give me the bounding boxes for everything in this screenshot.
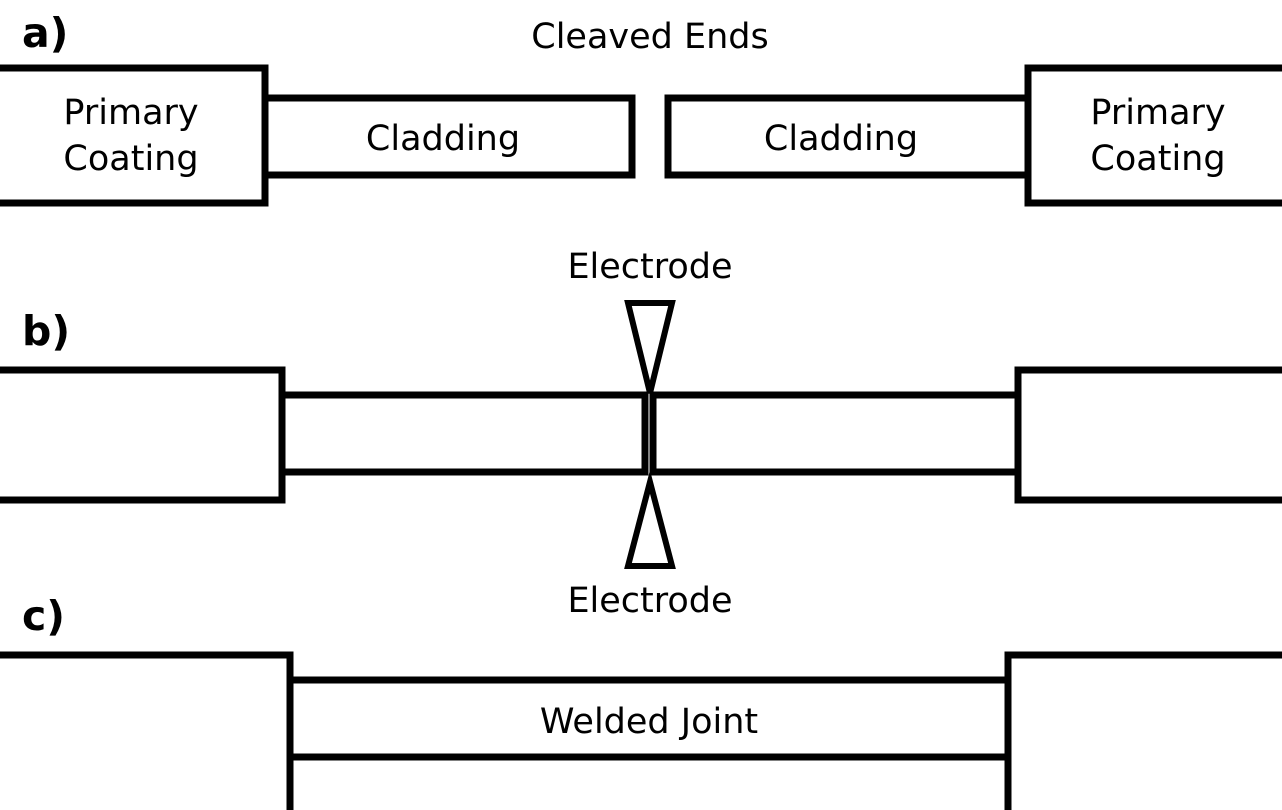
- panel-a-right-coating-label-line2: Coating: [1090, 139, 1225, 179]
- panel-c: c) Welded Joint: [0, 592, 1282, 810]
- panel-c-welded-joint-label: Welded Joint: [540, 702, 758, 742]
- panel-a: a) Cleaved Ends Primary Coating Cladding…: [0, 9, 1282, 207]
- panel-b-top-electrode-label: Electrode: [567, 247, 732, 287]
- panel-a-left-cladding-label: Cladding: [366, 119, 520, 159]
- panel-a-left-cladding-bar: [261, 94, 636, 179]
- panel-b-right-primary-coating-box: [1014, 366, 1282, 504]
- panel-c-right-primary-coating-box: [1004, 651, 1282, 810]
- panel-c-letter: c): [22, 592, 65, 640]
- panel-b-left-cladding-bar: [278, 391, 649, 476]
- panel-a-left-primary-coating-box: [0, 64, 269, 207]
- cleaved-ends-title: Cleaved Ends: [531, 17, 768, 57]
- panel-b: b) Electrode Electrode: [0, 247, 1282, 621]
- panel-a-right-coating-label-line1: Primary: [1090, 93, 1225, 133]
- panel-a-right-primary-coating-box: [1024, 64, 1282, 207]
- panel-b-bottom-electrode-label: Electrode: [567, 581, 732, 621]
- bottom-electrode-icon: [624, 470, 676, 569]
- panel-a-left-coating-label-line2: Coating: [63, 139, 198, 179]
- panel-b-left-primary-coating-box: [0, 366, 286, 504]
- top-electrode-icon: [624, 300, 676, 394]
- panel-b-right-cladding-bar: [649, 391, 1022, 476]
- panel-a-letter: a): [22, 9, 68, 57]
- panel-b-letter: b): [22, 307, 70, 355]
- panel-c-left-primary-coating-box: [0, 651, 294, 810]
- panel-a-left-coating-label-line1: Primary: [63, 93, 198, 133]
- panel-a-right-cladding-label: Cladding: [764, 119, 918, 159]
